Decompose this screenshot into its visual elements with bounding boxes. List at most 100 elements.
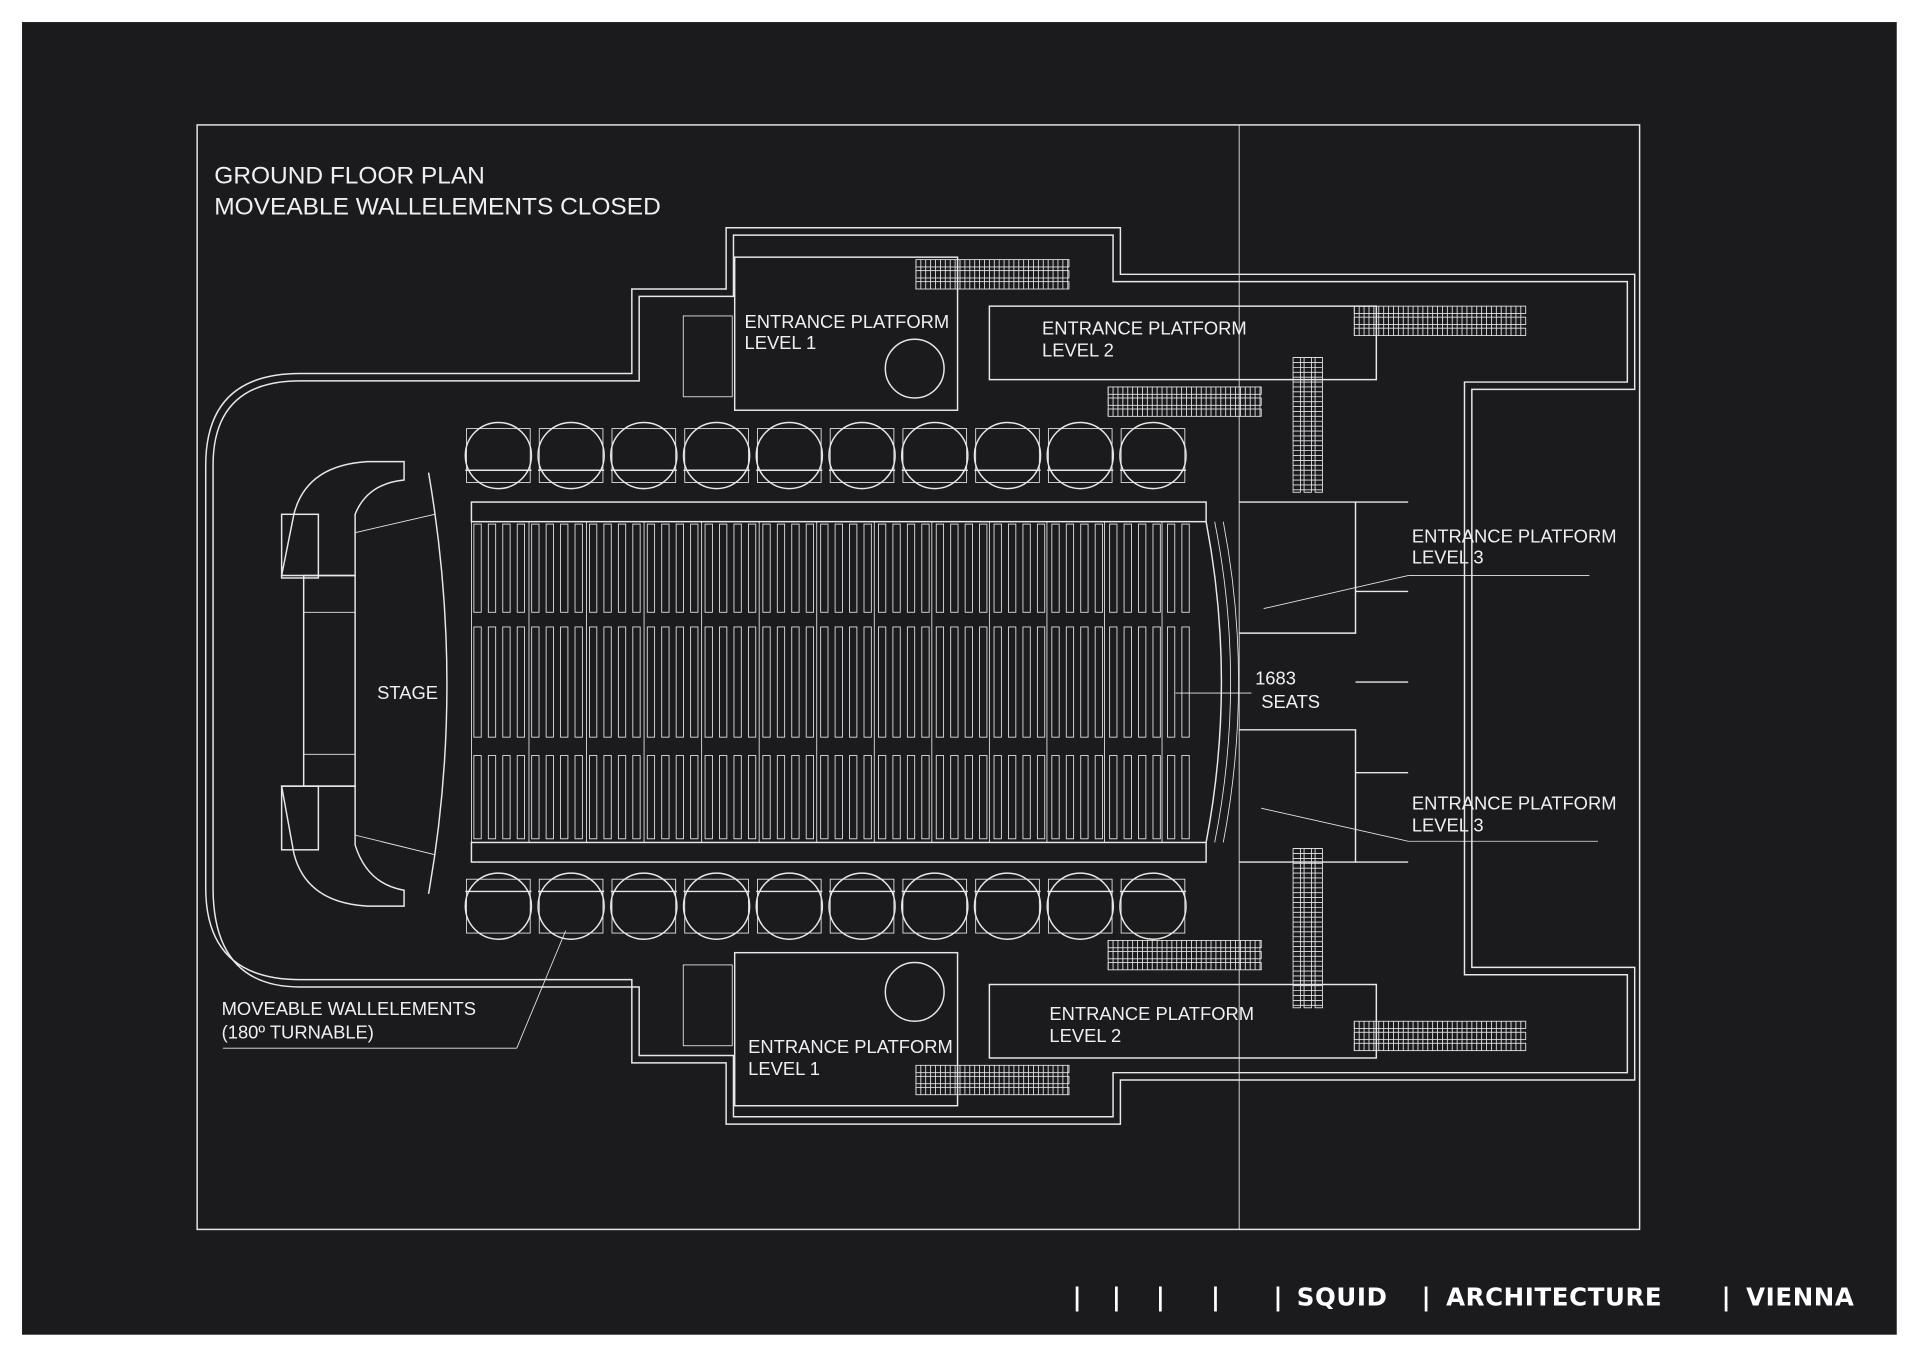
- seat-row: [574, 626, 583, 738]
- seat-row: [1065, 755, 1075, 840]
- seat-row: [473, 523, 482, 613]
- wall-frame: [757, 878, 822, 934]
- footer-brand: | | | | | SQUID | ARCHITECTURE | VIENNA: [1073, 1282, 1854, 1311]
- seat-row: [661, 755, 670, 840]
- brand-vienna: VIENNA: [1746, 1282, 1854, 1311]
- stage-area: [280, 460, 448, 907]
- wall-element: [682, 421, 751, 490]
- seat-row: [690, 755, 699, 840]
- stair: [682, 964, 733, 1047]
- seat-row: [1181, 626, 1190, 738]
- seat-row: [704, 626, 713, 738]
- wall-frame: [684, 428, 749, 483]
- seat-row: [516, 523, 525, 613]
- seat-row: [747, 626, 757, 738]
- seat-row: [834, 626, 843, 738]
- seat-row: [921, 626, 930, 738]
- wall-frame: [757, 428, 822, 483]
- seat-row: [747, 523, 757, 613]
- seat-row: [1123, 523, 1132, 613]
- wall-frame: [538, 428, 604, 483]
- wall-frame: [829, 878, 895, 934]
- plan-labels: GROUND FLOOR PLAN MOVEABLE WALLELEMENTS …: [214, 163, 1616, 1079]
- seat-row: [675, 626, 684, 738]
- seat-row: [690, 523, 699, 613]
- seat-row: [979, 626, 988, 738]
- wall-element: [464, 872, 533, 940]
- moveable-wall-elements: [464, 421, 1187, 940]
- seat-row: [820, 626, 829, 738]
- seat-row: [719, 523, 728, 613]
- ep-level3-bottom-level: LEVEL 3: [1412, 814, 1484, 835]
- seat-row: [1036, 523, 1046, 613]
- wall-element: [1119, 421, 1187, 490]
- seat-row: [820, 755, 829, 840]
- ep-level1-bottom-label: ENTRANCE PLATFORM: [748, 1036, 953, 1057]
- stair: [682, 315, 733, 398]
- seat-row: [531, 626, 540, 738]
- seat-row: [849, 626, 858, 738]
- seat-row: [632, 755, 641, 840]
- seat-row: [805, 626, 814, 738]
- seat-row: [863, 626, 872, 738]
- seat-row: [993, 626, 1002, 738]
- seat-row: [1167, 755, 1176, 840]
- building-outline: [204, 227, 1636, 1125]
- seat-row: [1080, 523, 1089, 613]
- wall-elements-label: MOVEABLE WALLELEMENTS: [222, 998, 476, 1019]
- seat-row: [1167, 523, 1176, 613]
- wall-element: [755, 872, 824, 940]
- wall-frame: [902, 428, 968, 483]
- seat-row: [719, 626, 728, 738]
- seat-row: [863, 523, 872, 613]
- ep-level2-top-level: LEVEL 2: [1042, 339, 1114, 360]
- wall-element: [1119, 872, 1187, 940]
- wall-frame: [538, 878, 604, 934]
- wall-frame: [466, 878, 531, 934]
- seat-row: [502, 755, 511, 840]
- seat-row: [1022, 523, 1031, 613]
- seat-row: [1051, 626, 1060, 738]
- seat-row: [661, 626, 670, 738]
- ep-level1-top-label: ENTRANCE PLATFORM: [744, 311, 949, 332]
- entrance-platforms: [222, 256, 1598, 1107]
- seat-row: [487, 626, 497, 738]
- seat-row: [747, 755, 757, 840]
- seat-row: [834, 755, 843, 840]
- seat-row: [545, 755, 554, 840]
- seating-block: [470, 501, 1239, 863]
- seat-row: [603, 626, 612, 738]
- seat-row: [487, 523, 497, 613]
- seat-row: [950, 523, 959, 613]
- ep-level1-top-level: LEVEL 1: [744, 332, 816, 353]
- seat-row: [719, 755, 728, 840]
- seat-row: [849, 755, 858, 840]
- ep-level3-top-level: LEVEL 3: [1412, 546, 1484, 567]
- seat-row: [921, 755, 930, 840]
- seat-row: [1008, 755, 1017, 840]
- seat-row: [805, 755, 814, 840]
- seat-row: [545, 626, 554, 738]
- seat-row: [632, 626, 641, 738]
- seat-row: [878, 755, 887, 840]
- seat-row: [603, 755, 612, 840]
- ep-level2-bottom-level: LEVEL 2: [1049, 1025, 1121, 1046]
- wall-elements-note: (180º TURNABLE): [222, 1021, 374, 1042]
- seat-row: [935, 523, 945, 613]
- seat-row: [1008, 626, 1017, 738]
- seat-row: [646, 626, 656, 738]
- seat-row: [776, 755, 786, 840]
- seat-row: [589, 755, 598, 840]
- seat-row: [617, 523, 627, 613]
- wall-frame: [466, 428, 531, 483]
- seat-count: 1683: [1255, 668, 1296, 689]
- seat-row: [589, 626, 598, 738]
- seat-row: [1080, 626, 1089, 738]
- seat-row: [791, 523, 800, 613]
- seat-row: [906, 523, 916, 613]
- wall-element: [1046, 872, 1115, 940]
- seat-row: [776, 523, 786, 613]
- wall-element: [464, 421, 533, 490]
- seat-row: [733, 755, 742, 840]
